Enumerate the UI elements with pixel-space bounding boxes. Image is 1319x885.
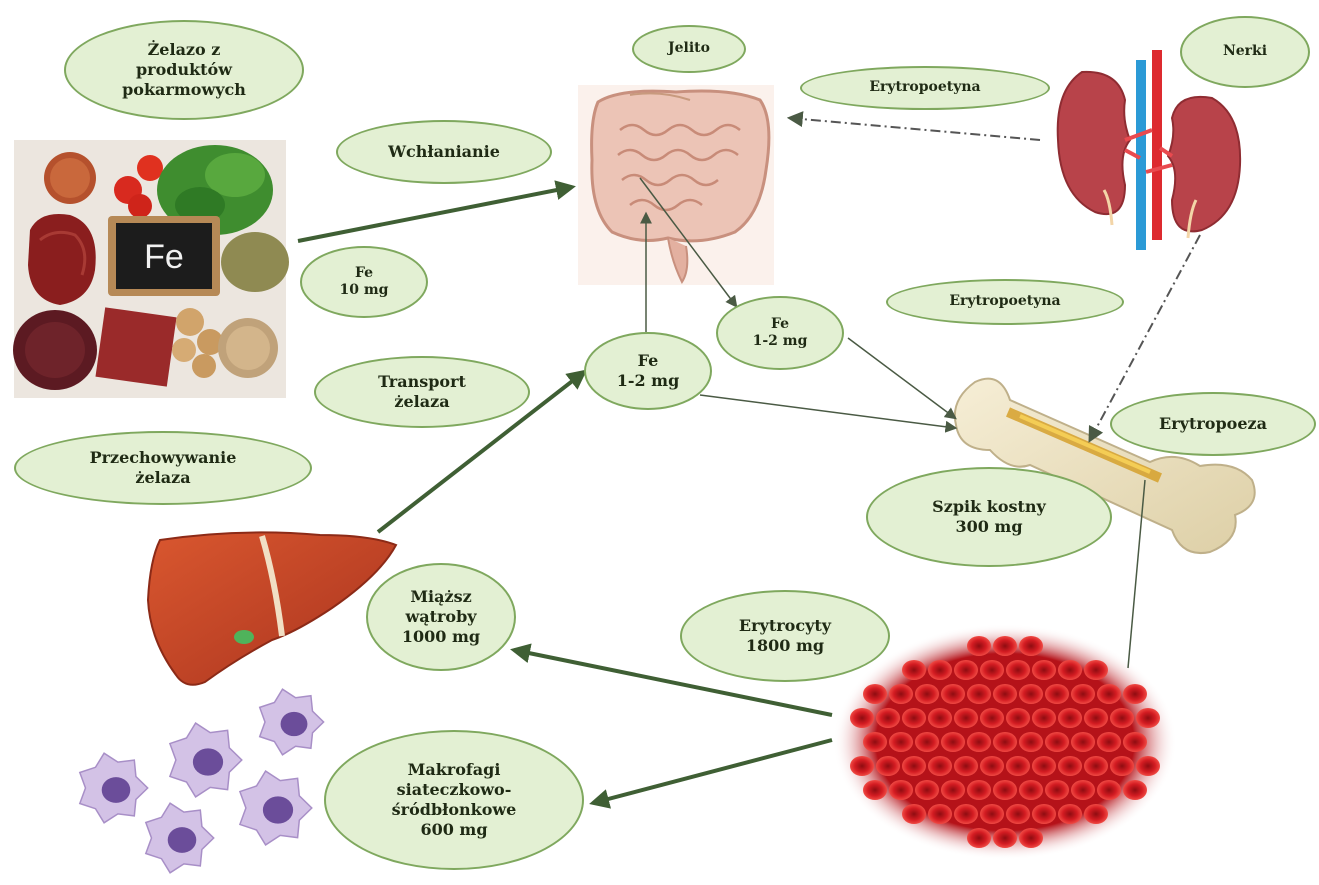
label-food-source: Żelazo z produktów pokarmowych bbox=[64, 20, 304, 120]
label-marrow: Szpik kostny 300 mg bbox=[866, 467, 1112, 567]
label-erythrocytes: Erytrocyty 1800 mg bbox=[680, 590, 890, 682]
label-macrophages: Makrofagi siateczkowo- śródbłonkowe 600 … bbox=[324, 730, 584, 870]
label-transport: Transport żelaza bbox=[314, 356, 530, 428]
arrow-absorption bbox=[298, 187, 572, 241]
label-intestine: Jelito bbox=[632, 25, 746, 73]
label-kidneys: Nerki bbox=[1180, 16, 1310, 88]
arrow-fe-center-to-bone bbox=[700, 395, 955, 428]
label-fe-12-center: Fe 1-2 mg bbox=[584, 332, 712, 410]
arrow-fe-right-to-bone bbox=[848, 338, 955, 418]
label-erythropoiesis: Erytropoeza bbox=[1110, 392, 1316, 456]
label-liver-parenchyma: Miąższ wątroby 1000 mg bbox=[366, 563, 516, 671]
arrow-epo-to-intestine bbox=[790, 118, 1040, 140]
label-absorption: Wchłanianie bbox=[336, 120, 552, 184]
label-epo-mid: Erytropoetyna bbox=[886, 279, 1124, 325]
arrow-rbc-to-macrophages bbox=[593, 740, 832, 803]
label-epo-top: Erytropoetyna bbox=[800, 66, 1050, 110]
arrow-marrow-to-rbc bbox=[1128, 480, 1145, 668]
arrow-intestine-to-fe bbox=[640, 178, 736, 306]
label-storage: Przechowywanie żelaza bbox=[14, 431, 312, 505]
label-fe-10: Fe 10 mg bbox=[300, 246, 428, 318]
label-fe-12-right: Fe 1-2 mg bbox=[716, 296, 844, 370]
